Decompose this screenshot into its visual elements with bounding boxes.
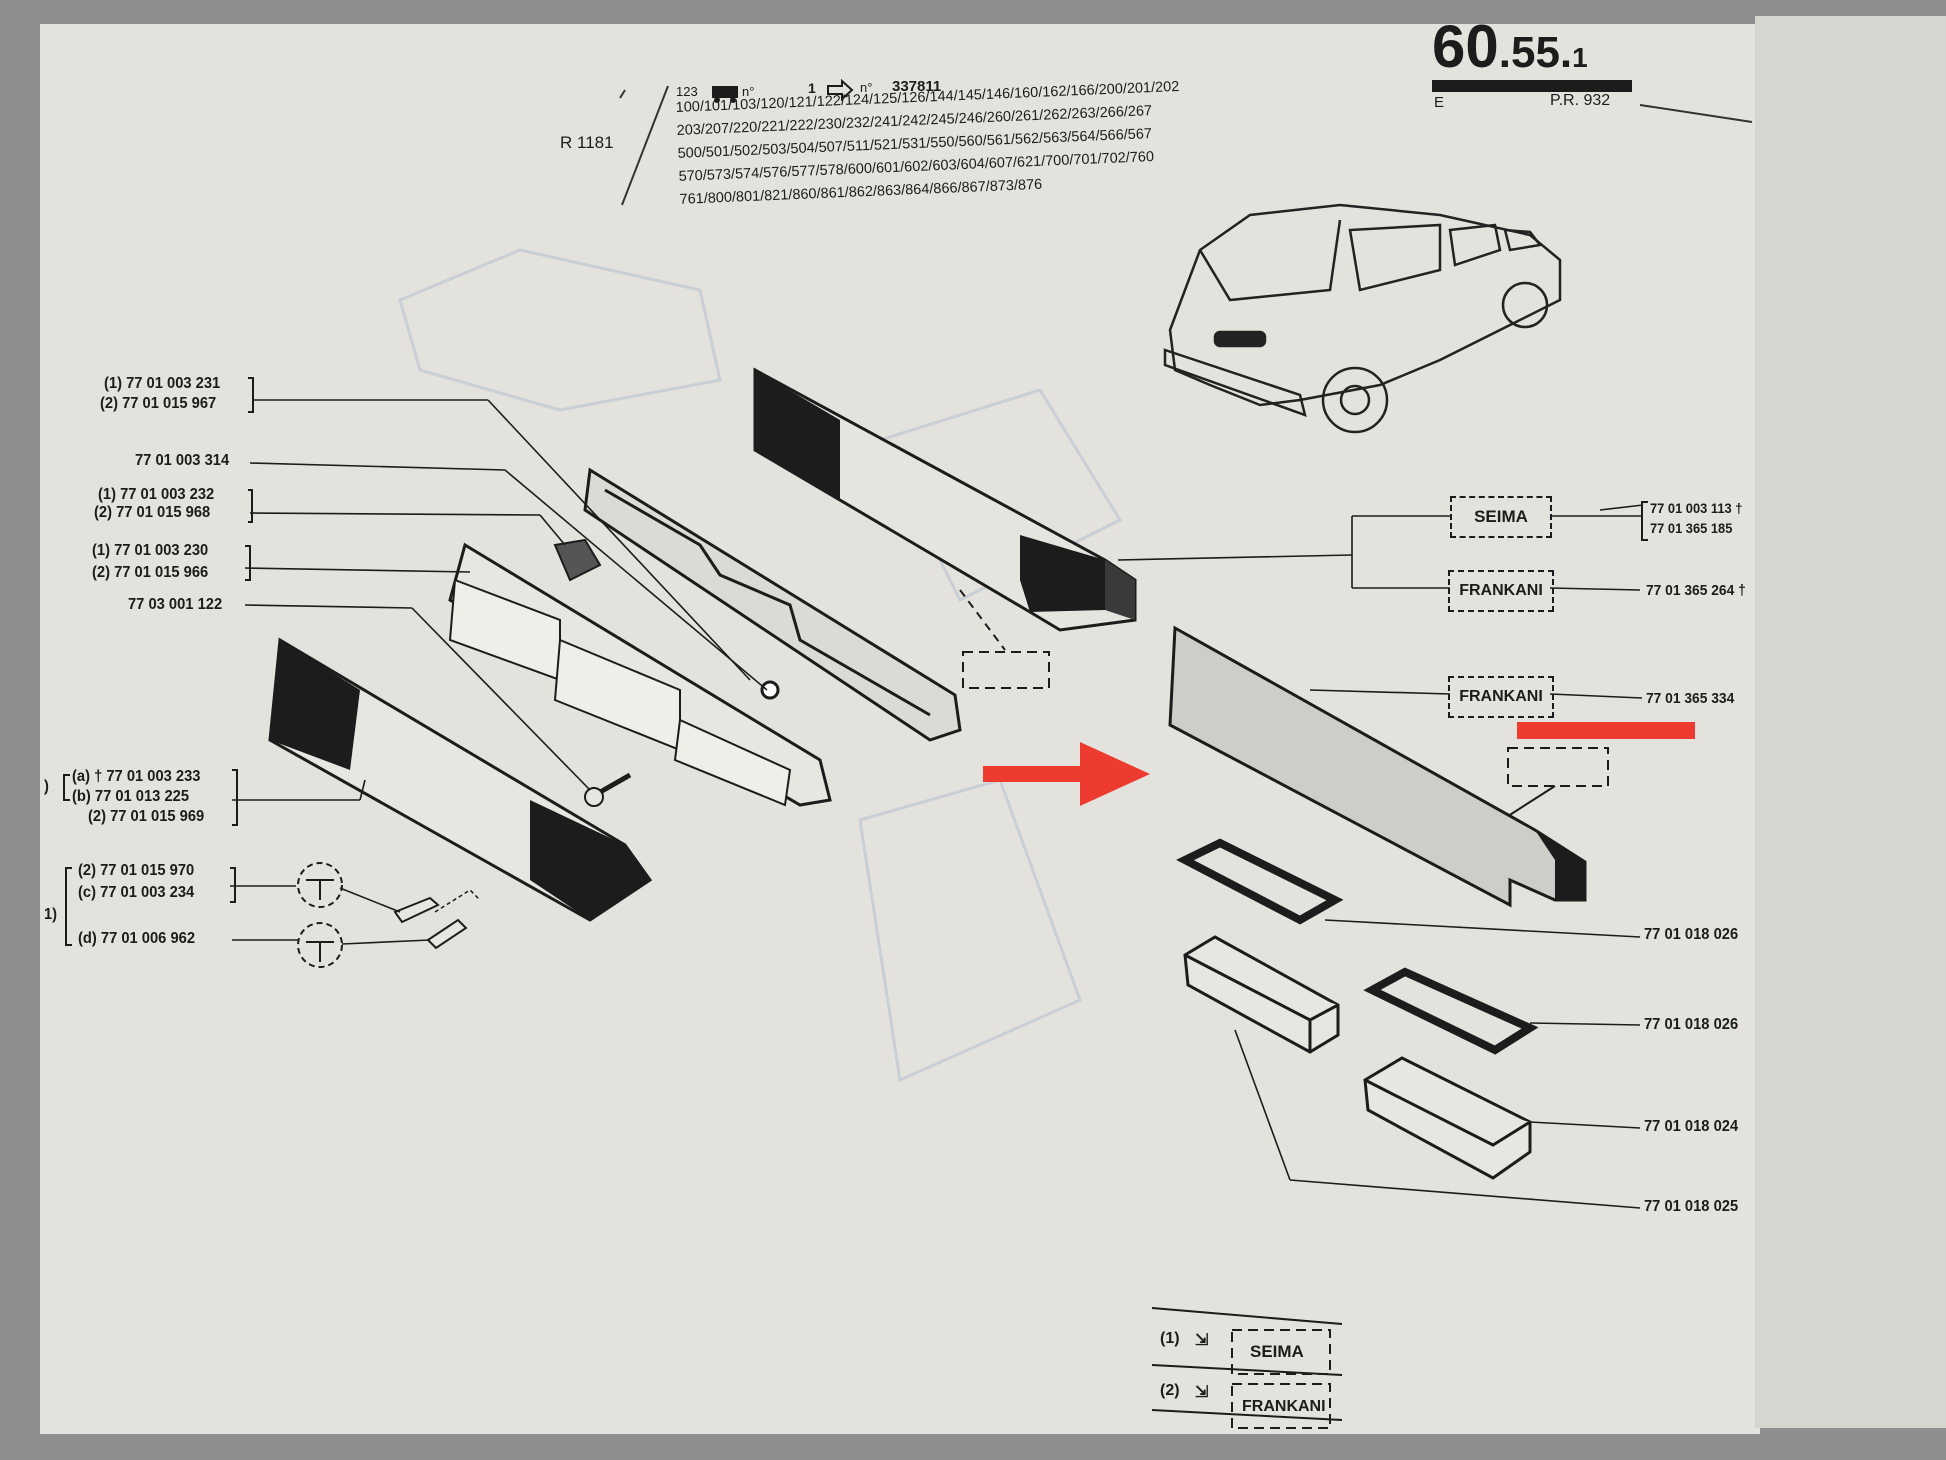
- upper-lens-part: [753, 367, 1137, 632]
- right-lens-part: [1168, 625, 1587, 908]
- model-slash-top: [619, 89, 626, 99]
- washer-part: [760, 680, 780, 700]
- edition-code: E: [1434, 94, 1445, 111]
- legend-brand: FRANKANI: [1242, 1398, 1326, 1415]
- leader-lines: [230, 399, 1644, 1209]
- lower-lens-part: [268, 637, 653, 922]
- bracket-mark: ): [44, 778, 49, 795]
- part-number-label: (2) 77 01 015 970: [78, 862, 195, 879]
- brand-box-frankani: FRANKANI: [1448, 570, 1554, 612]
- legend-lines: [1151, 1307, 1343, 1429]
- legend-arrow-icon: ⇲: [1195, 1332, 1209, 1349]
- red-underline-annotation: [1517, 722, 1695, 739]
- part-number-label: 77 01 365 334: [1646, 690, 1735, 707]
- part-number-label: (d) 77 01 006 962: [78, 930, 196, 947]
- red-arrow-annotation: [983, 742, 1150, 806]
- header-rule: [1432, 80, 1632, 92]
- part-number-label: 77 01 365 185: [1650, 520, 1733, 536]
- arrow-right-icon: [827, 78, 854, 102]
- part-number-label: 77 01 018 025: [1644, 1198, 1739, 1215]
- part-number-label: (1) 77 01 003 232: [98, 486, 215, 503]
- part-number-label: 77 01 018 024: [1644, 1118, 1739, 1135]
- socket-part-c: [297, 862, 343, 908]
- chassis-line: 123: [676, 84, 698, 99]
- part-number-label: 77 01 003 113 †: [1650, 500, 1743, 516]
- part-number-label: 77 01 365 264 †: [1646, 582, 1746, 599]
- legend-key: (2): [1160, 1382, 1180, 1399]
- group-brackets: [63, 377, 1648, 946]
- part-number-label: (2) 77 01 015 967: [100, 395, 217, 412]
- part-number-label: (2) 77 01 015 966: [92, 564, 209, 581]
- part-number-label: 77 03 001 122: [128, 596, 223, 613]
- brand-box-frankani: FRANKANI: [1448, 676, 1554, 718]
- bracket-mark: 1): [44, 906, 58, 923]
- part-number-label: (1) 77 01 003 230: [92, 542, 209, 559]
- part-number-label: (2) 77 01 015 968: [94, 504, 211, 521]
- chassis-to: 337811: [892, 78, 942, 95]
- bulb-holder-1: [1183, 935, 1340, 1054]
- bulb-parts: [393, 889, 481, 950]
- part-number-label: (2) 77 01 015 969: [88, 808, 205, 825]
- part-number-label: (b) 77 01 013 225: [72, 788, 190, 805]
- part-number-label: (1) 77 01 003 231: [104, 375, 221, 392]
- page-number: 60.55.1: [1432, 14, 1588, 91]
- part-number-label: 77 01 018 026: [1644, 926, 1739, 943]
- legend-brand: SEIMA: [1250, 1342, 1304, 1361]
- legend-arrow-icon: ⇲: [1195, 1384, 1209, 1401]
- brand-box-seima: SEIMA: [1450, 496, 1552, 538]
- legend-key: (1): [1160, 1330, 1180, 1347]
- clip-part: [553, 538, 602, 582]
- header-corner-line: [1639, 104, 1753, 123]
- part-number-label: 77 01 003 314: [135, 452, 230, 469]
- page-number-sub: .55.: [1498, 28, 1573, 77]
- car-illustration: [1163, 203, 1562, 434]
- chassis-from: 1: [808, 80, 816, 96]
- page-number-suffix: 1: [1572, 42, 1588, 73]
- bulb-holder-2: [1363, 1056, 1532, 1180]
- chassis-from-label: n°: [742, 84, 755, 99]
- small-gasket-1: [1176, 838, 1344, 925]
- model-code: R 1181: [560, 133, 614, 152]
- part-number-label: (a) † 77 01 003 233: [72, 768, 201, 785]
- model-divider: [621, 85, 669, 206]
- small-gasket-2: [1363, 967, 1539, 1055]
- next-page-edge: [1755, 16, 1946, 1428]
- label-placeholder-box-left: [962, 651, 1050, 689]
- screw-part: [584, 772, 632, 807]
- label-placeholder-box-right: [1507, 747, 1609, 787]
- socket-part-d: [297, 922, 343, 968]
- page-number-main: 60: [1432, 13, 1499, 80]
- lamp-housing-part: [448, 542, 832, 807]
- pr-code: P.R. 932: [1550, 92, 1611, 109]
- chassis-to-label: n°: [860, 80, 873, 95]
- gasket-frame-part: [583, 467, 962, 742]
- part-number-label: 77 01 018 026: [1644, 1016, 1739, 1033]
- chassis-icon: [712, 86, 738, 103]
- part-number-label: (c) 77 01 003 234: [78, 884, 195, 901]
